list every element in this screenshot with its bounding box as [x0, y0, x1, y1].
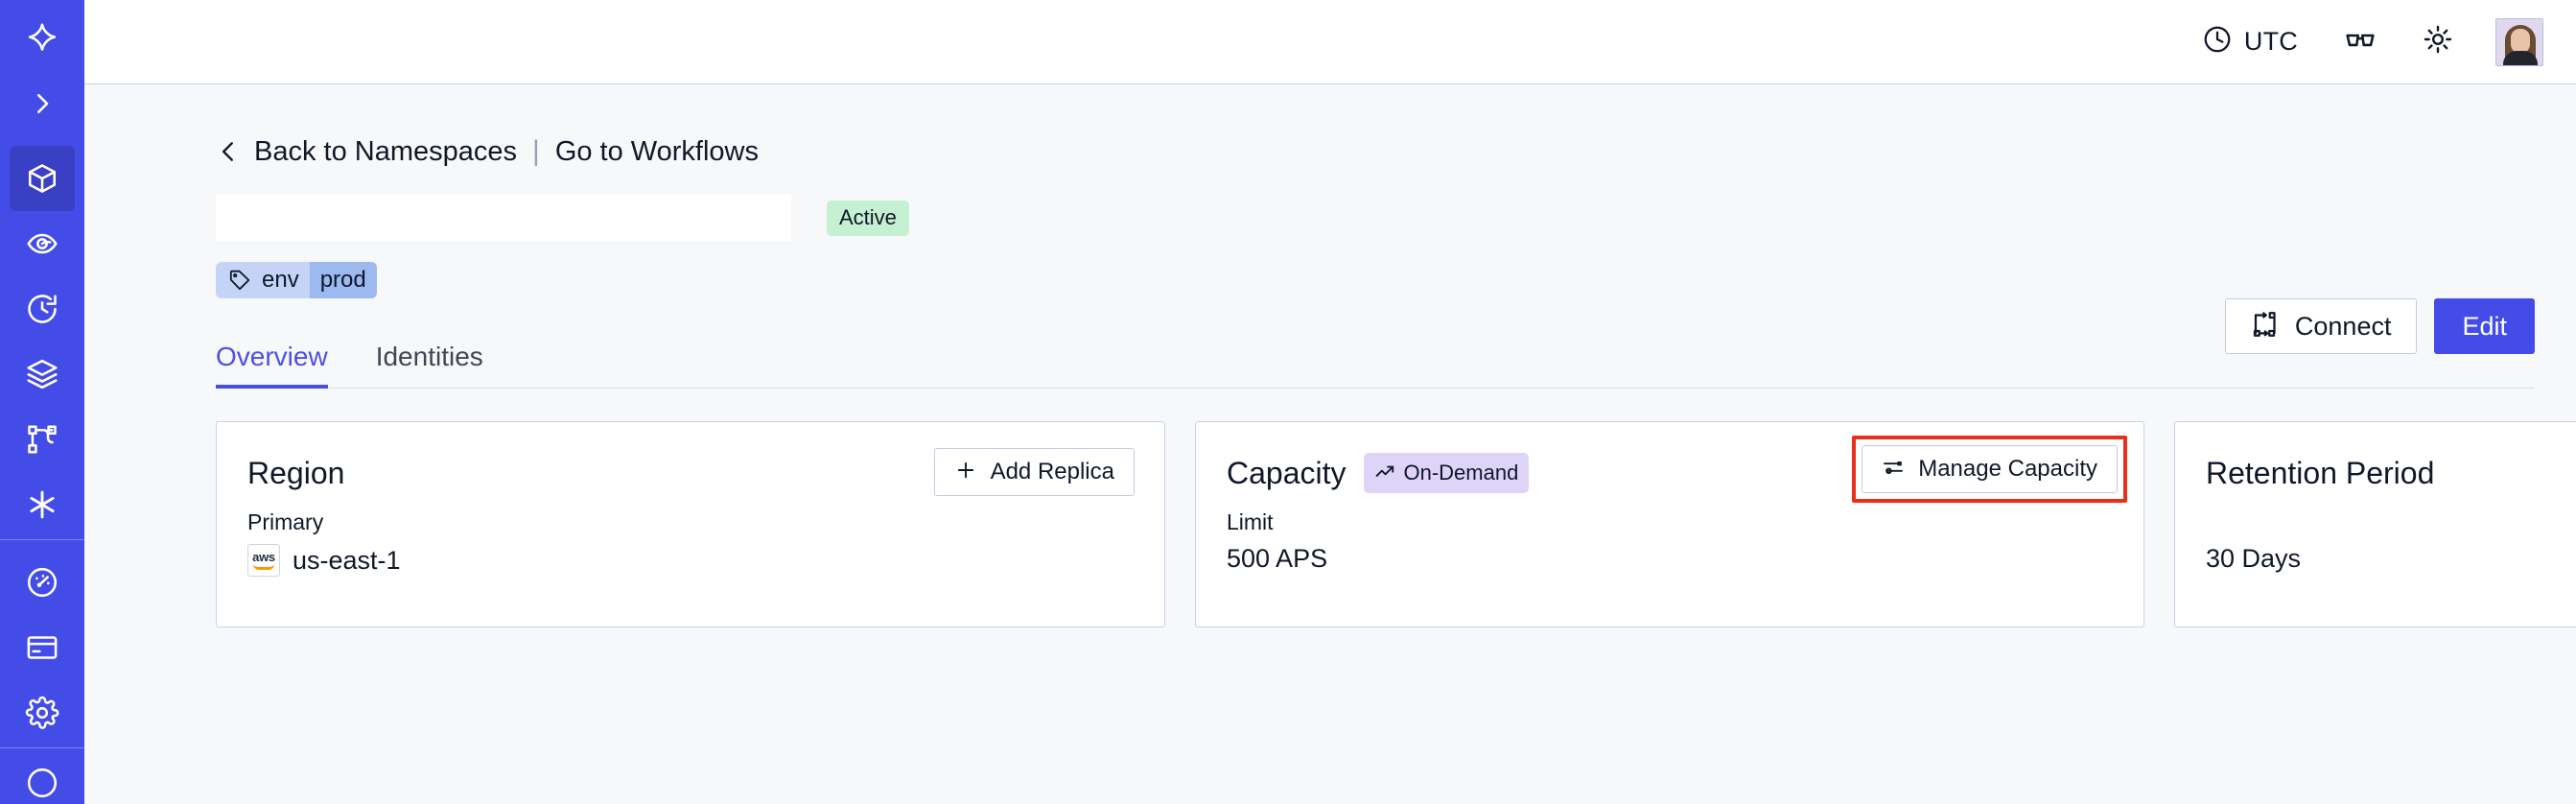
aws-swoosh — [253, 564, 274, 570]
manage-capacity-button[interactable]: Manage Capacity — [1862, 445, 2118, 493]
page-content: Back to Namespaces | Go to Workflows Act… — [84, 135, 2576, 804]
sun-icon — [2423, 24, 2453, 59]
status-badge: Active — [827, 200, 909, 236]
avatar[interactable] — [2495, 17, 2543, 66]
tag-key: env — [262, 267, 299, 293]
sidebar-item-help-icon[interactable] — [10, 750, 75, 804]
sidebar-item-workflows[interactable] — [10, 407, 75, 472]
retention-card: Retention Period 30 Days — [2174, 421, 2576, 627]
connect-button-label: Connect — [2294, 311, 2392, 341]
sidebar-item-billing[interactable] — [10, 615, 75, 680]
on-demand-badge: On-Demand — [1363, 453, 1530, 493]
theme-toggle-button[interactable] — [2423, 24, 2453, 59]
sidebar-item-nexus[interactable] — [10, 472, 75, 537]
connect-button[interactable]: Connect — [2224, 298, 2418, 354]
add-replica-label: Add Replica — [990, 459, 1114, 485]
chevron-left-icon[interactable] — [216, 136, 241, 167]
timezone-label: UTC — [2243, 27, 2298, 56]
region-value-row: aws us-east-1 — [247, 544, 1134, 577]
manage-capacity-highlight: Manage Capacity — [1852, 436, 2127, 503]
namespace-tag-chip[interactable]: env prod — [216, 262, 377, 298]
retention-card-title: Retention Period — [2206, 455, 2435, 490]
sidebar-item-namespaces[interactable] — [10, 146, 75, 211]
connect-flow-icon — [2251, 310, 2280, 343]
breadcrumb: Back to Namespaces | Go to Workflows — [216, 135, 2576, 168]
top-header-bar: UTC — [84, 0, 2576, 84]
on-demand-badge-label: On-Demand — [1403, 461, 1519, 485]
region-card-header: Region — [247, 450, 1134, 496]
capacity-limit-label: Limit — [1227, 509, 1274, 534]
sidebar-item-usage[interactable] — [10, 550, 75, 615]
capacity-card-title: Capacity — [1227, 455, 1347, 490]
trending-up-icon — [1374, 461, 1395, 485]
back-to-namespaces-link[interactable]: Back to Namespaces — [254, 135, 518, 167]
temporal-logo-icon[interactable] — [10, 6, 75, 71]
aws-logo-text: aws — [252, 550, 275, 564]
sidebar-item-settings[interactable] — [10, 680, 75, 745]
retention-spacer — [2206, 509, 2555, 535]
clock-icon — [2202, 24, 2233, 59]
edit-button-label: Edit — [2462, 311, 2507, 341]
sidebar-divider-2 — [0, 747, 84, 748]
sidebar-divider-1 — [0, 539, 84, 540]
region-card: Region Add Replica Primary — [216, 421, 1165, 627]
sliders-icon — [1882, 456, 1905, 484]
aws-logo-icon: aws — [247, 544, 280, 577]
page-title — [216, 195, 791, 241]
go-to-workflows-link[interactable]: Go to Workflows — [554, 135, 760, 167]
plus-icon — [954, 459, 977, 486]
namespace-tabs: Overview Identities — [216, 331, 2535, 389]
region-card-title: Region — [247, 455, 345, 490]
overview-cards: Region Add Replica Primary — [216, 421, 2576, 627]
sidebar-expand-button[interactable] — [10, 71, 75, 136]
primary-sidebar — [0, 0, 84, 804]
avatar-face — [2511, 28, 2530, 54]
tab-identities[interactable]: Identities — [375, 342, 483, 371]
timezone-selector[interactable]: UTC — [2202, 24, 2298, 59]
sidebar-item-schedules[interactable] — [10, 276, 75, 342]
capacity-card-header: Capacity On-Demand — [1227, 450, 2113, 496]
main-pane: UTC — [84, 0, 2576, 804]
namespace-title-row: Active — [216, 195, 2576, 241]
capacity-limit-value: 500 APS — [1227, 544, 1328, 573]
add-replica-button[interactable]: Add Replica — [933, 448, 1135, 496]
sidebar-item-batch-operations[interactable] — [10, 342, 75, 407]
retention-value: 30 Days — [2206, 544, 2302, 573]
region-primary-label: Primary — [247, 509, 324, 534]
reader-mode-button[interactable] — [2344, 23, 2377, 60]
tag-value: prod — [309, 262, 377, 298]
sidebar-item-observability[interactable] — [10, 211, 75, 276]
breadcrumb-separator: | — [532, 135, 540, 167]
retention-card-header: Retention Period — [2206, 450, 2555, 496]
tab-overview[interactable]: Overview — [216, 342, 328, 389]
manage-capacity-label: Manage Capacity — [1918, 456, 2097, 482]
avatar-body — [2503, 50, 2538, 65]
capacity-card: Capacity On-Demand — [1195, 421, 2144, 627]
glasses-icon — [2344, 23, 2377, 60]
tag-icon — [228, 269, 251, 292]
region-value: us-east-1 — [293, 545, 401, 575]
edit-button[interactable]: Edit — [2434, 298, 2535, 354]
header-actions: Connect Edit — [2224, 298, 2535, 354]
